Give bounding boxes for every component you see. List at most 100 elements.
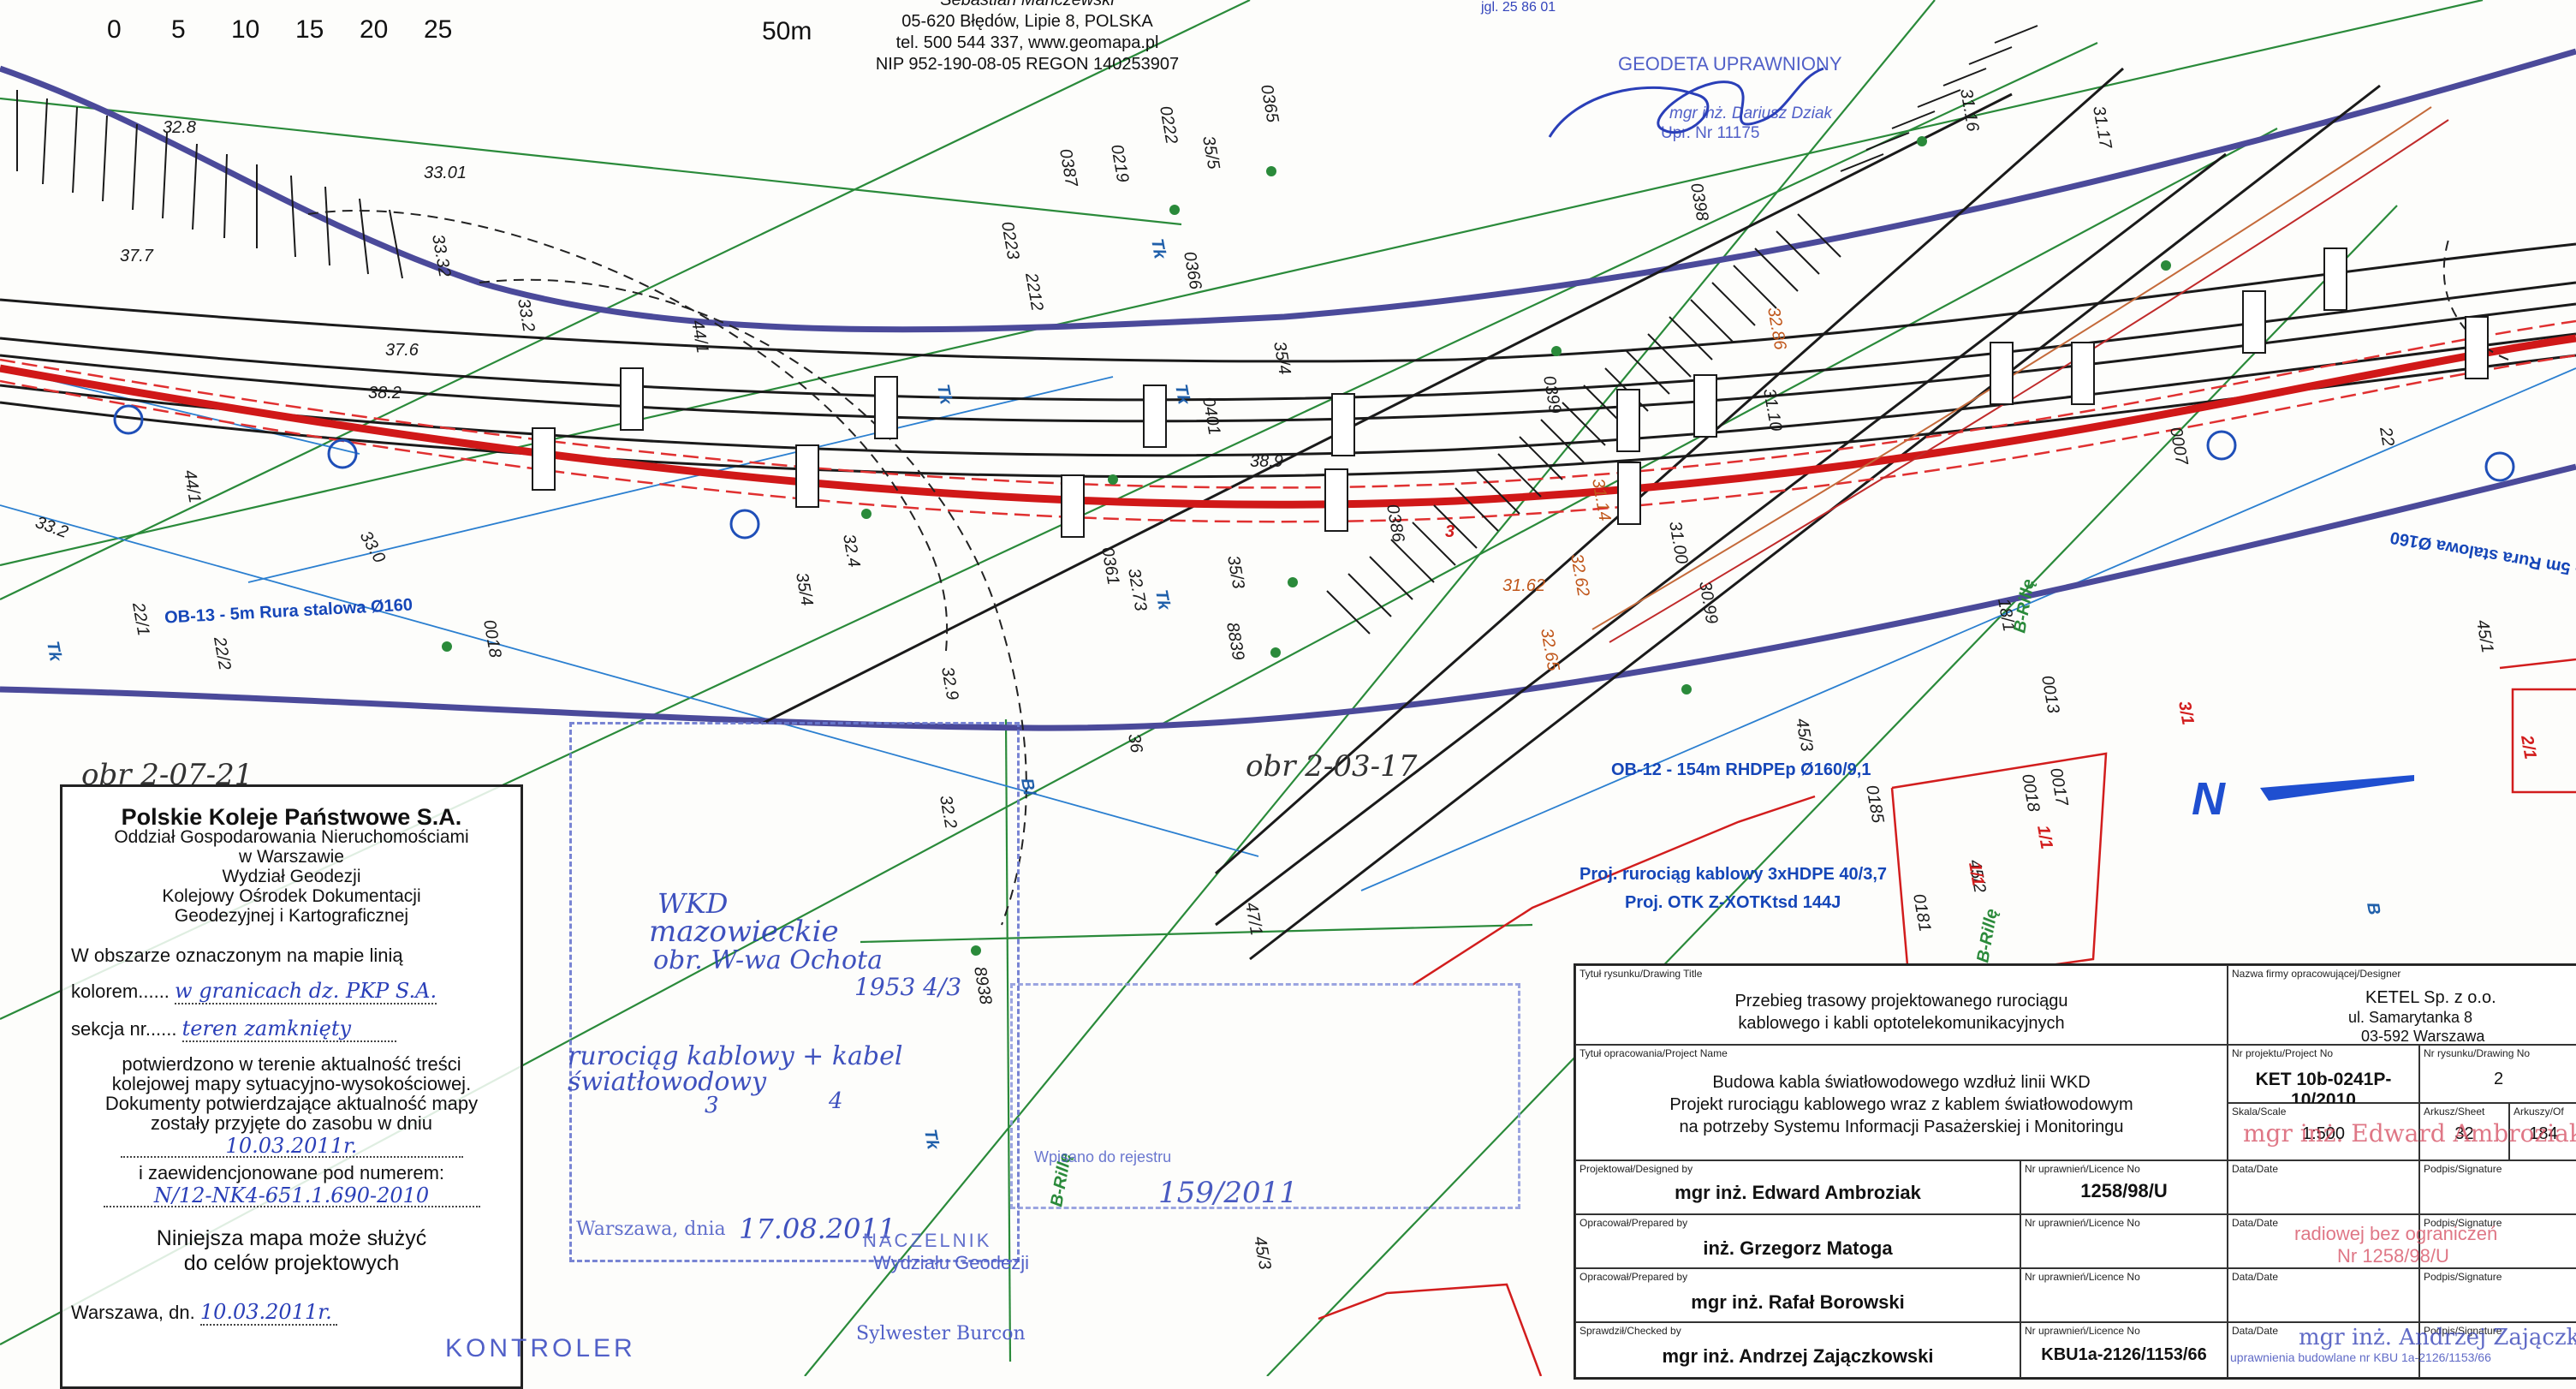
- stamp-name: mgr inż. Dariusz Dziak: [1669, 104, 1833, 122]
- stamp-hw-number: 1953 4/3: [854, 973, 962, 1001]
- cert-color-label: kolorem: [71, 981, 139, 1002]
- tb-designed-by: Projektował/Designed by mgr inż. Edward …: [1575, 1160, 2020, 1214]
- svg-text:Bl: Bl: [1017, 777, 1038, 797]
- tb-scale-caption: Skala/Scale: [2232, 1106, 2287, 1118]
- stamp-date: 17.08.2011: [739, 1213, 896, 1245]
- stamp-title: GEODETA UPRAWNIONY: [1618, 53, 1842, 75]
- parcel-red-labels: 3/1 2/1 1/1 1/1 3: [1445, 522, 2540, 887]
- tb-designer-3: 03-592 Warszawa: [2361, 1028, 2485, 1045]
- svg-text:31.16: 31.16: [1956, 87, 1983, 134]
- kontroler-stamp: KONTROLER: [445, 1334, 636, 1362]
- tb-sign-caption: Podpis/Signature: [2424, 1325, 2502, 1337]
- tb-date-3: Data/Date: [2228, 1268, 2419, 1322]
- svg-text:2212: 2212: [1021, 271, 1047, 313]
- tb-sheets-caption: Arkuszy/Of: [2514, 1106, 2564, 1118]
- poles: [532, 247, 2489, 538]
- scale-tick: 25: [424, 15, 453, 44]
- track-lines: [0, 67, 2576, 961]
- pkp-certification-box: Polskie Koleje Państwowe S.A. Oddział Go…: [60, 784, 523, 1389]
- cert-final-2: do celów projektowych: [183, 1251, 400, 1275]
- svg-text:0219: 0219: [1107, 143, 1132, 184]
- cert-color-row: kolorem...... w granicach dz. PKP S.A.: [71, 979, 437, 1004]
- tb-designed-licence-value: 1258/98/U: [2080, 1180, 2168, 1201]
- cert-para-3: Dokumenty potwierdzające aktualność mapy: [104, 1093, 479, 1114]
- svg-text:3/1: 3/1: [2174, 700, 2197, 726]
- surveyor-contact: tel. 500 544 337, www.geomapa.pl: [895, 33, 1159, 52]
- svg-text:B: B: [2363, 901, 2383, 916]
- svg-text:32.73: 32.73: [1124, 567, 1150, 612]
- svg-text:3: 3: [1445, 522, 1455, 541]
- svg-text:0181: 0181: [1909, 892, 1934, 933]
- tb-checked-by: Sprawdził/Checked by mgr inż. Andrzej Za…: [1575, 1322, 2020, 1378]
- tb-designed-licence: Nr uprawnień/Licence No 1258/98/U: [2020, 1160, 2228, 1214]
- tb-drawing-no-value: 2: [2493, 1070, 2504, 1088]
- cert-warsaw-label: Warszawa, dn.: [71, 1302, 195, 1323]
- svg-text:37.6: 37.6: [385, 341, 419, 360]
- tb-licence-caption: Nr uprawnień/Licence No: [2025, 1217, 2140, 1229]
- tb-checked-value: mgr inż. Andrzej Zajączkowski: [1662, 1345, 1934, 1367]
- registry-stamp: Wpisano do rejestru 159/2011: [1010, 983, 1520, 1210]
- scale-end-label: 50m: [762, 17, 812, 45]
- svg-text:33.2: 33.2: [514, 297, 538, 333]
- cert-para-1: potwierdzono w terenie aktualność treści: [122, 1053, 461, 1075]
- svg-text:45/3: 45/3: [1250, 1235, 1274, 1271]
- stamp-top-note: jgl. 25 86 01: [1481, 0, 1556, 15]
- svg-text:37.7: 37.7: [120, 247, 154, 265]
- svg-text:0399: 0399: [1539, 374, 1564, 415]
- scale-bar: 0 5 10 15 20 25 50m: [0, 0, 856, 51]
- stamp-hw-4: 4: [829, 1088, 843, 1114]
- svg-text:B-Rillę: B-Rillę: [1973, 908, 2002, 964]
- tb-prepared-caption: Opracował/Prepared by: [1580, 1271, 1688, 1283]
- cert-para-2: kolejowej mapy sytuacyjno-wysokościowej.: [111, 1073, 472, 1094]
- svg-text:1/1: 1/1: [1965, 861, 1987, 887]
- stamp-hw-area: obr. W-wa Ochota: [653, 945, 883, 975]
- tb-date-caption: Data/Date: [2232, 1271, 2279, 1283]
- scale-tick: 20: [360, 15, 389, 44]
- svg-text:32.86: 32.86: [1764, 306, 1790, 352]
- signature-icon: [1548, 67, 1824, 138]
- proj-cable-label: Proj. OTK Z-XOTKtsd 144J: [1625, 893, 1841, 912]
- proj-conduit-label: Proj. rurociąg kablowy 3xHDPE 40/3,7: [1580, 865, 1888, 884]
- tb-date-caption: Data/Date: [2232, 1217, 2279, 1229]
- svg-text:Tk: Tk: [1151, 588, 1174, 612]
- cert-number: N/12-NK4-651.1.690-2010: [103, 1185, 480, 1207]
- svg-text:35/4: 35/4: [1270, 340, 1294, 376]
- stamp-hw-scope-2: światłowodowy: [568, 1067, 767, 1097]
- tb-designer-1: KETEL Sp. z o.o.: [2365, 988, 2496, 1007]
- tb-designed-value: mgr inż. Edward Ambroziak: [1675, 1182, 1921, 1203]
- cert-org-dept: Oddział Gospodarowania Nieruchomościami: [114, 827, 469, 847]
- svg-text:0007: 0007: [2166, 426, 2192, 468]
- stamp-hw-scope-1: rurociąg kablowy + kabel: [568, 1041, 903, 1071]
- svg-text:38.9: 38.9: [1250, 452, 1283, 471]
- tb-designed-caption: Projektował/Designed by: [1580, 1163, 1693, 1175]
- survey-points: [442, 136, 2171, 956]
- scale-tick: 5: [171, 15, 186, 44]
- cert-section-label: sekcja nr: [71, 1018, 146, 1040]
- tb-drawing-no-caption: Nr rysunku/Drawing No: [2424, 1047, 2531, 1059]
- tb-sign-1: Podpis/Signature: [2419, 1160, 2576, 1214]
- svg-text:22: 22: [2376, 425, 2398, 448]
- svg-text:0387: 0387: [1056, 147, 1081, 189]
- hydrant-symbols: [113, 404, 2515, 540]
- svg-text:35/3: 35/3: [1223, 554, 1247, 590]
- svg-text:32.65: 32.65: [1537, 627, 1563, 673]
- tb-checked-caption: Sprawdził/Checked by: [1580, 1325, 1681, 1337]
- cert-para-4: zostały przyjęte do zasobu w dniu: [151, 1112, 432, 1134]
- tb-sheets: Arkuszy/Of 184: [2509, 1103, 2576, 1160]
- drawing-title-block: Tytuł rysunku/Drawing Title Przebieg tra…: [1574, 963, 2576, 1380]
- blue-utility-lines: [0, 367, 2576, 891]
- svg-text:0398: 0398: [1687, 182, 1711, 223]
- embankment-hatching: [16, 25, 2038, 635]
- stamp-naczelnik: NACZELNIK: [863, 1230, 992, 1251]
- svg-text:0185: 0185: [1862, 784, 1888, 826]
- tb-prepared-by-1: Opracował/Prepared by inż. Grzegorz Mato…: [1575, 1214, 2020, 1268]
- tb-prepared-caption: Opracował/Prepared by: [1580, 1217, 1688, 1229]
- svg-text:0223: 0223: [997, 220, 1022, 261]
- surveyor-tax-ids: NIP 952-190-08-05 REGON 140253907: [875, 55, 1180, 74]
- svg-text:32.8: 32.8: [163, 118, 196, 137]
- svg-text:22/2: 22/2: [210, 635, 235, 671]
- tb-licence-caption: Nr uprawnień/Licence No: [2025, 1271, 2140, 1283]
- svg-text:0386: 0386: [1383, 503, 1408, 545]
- svg-text:0222: 0222: [1156, 104, 1181, 146]
- tb-prepared-value-2: mgr inż. Rafał Borowski: [1691, 1291, 1905, 1313]
